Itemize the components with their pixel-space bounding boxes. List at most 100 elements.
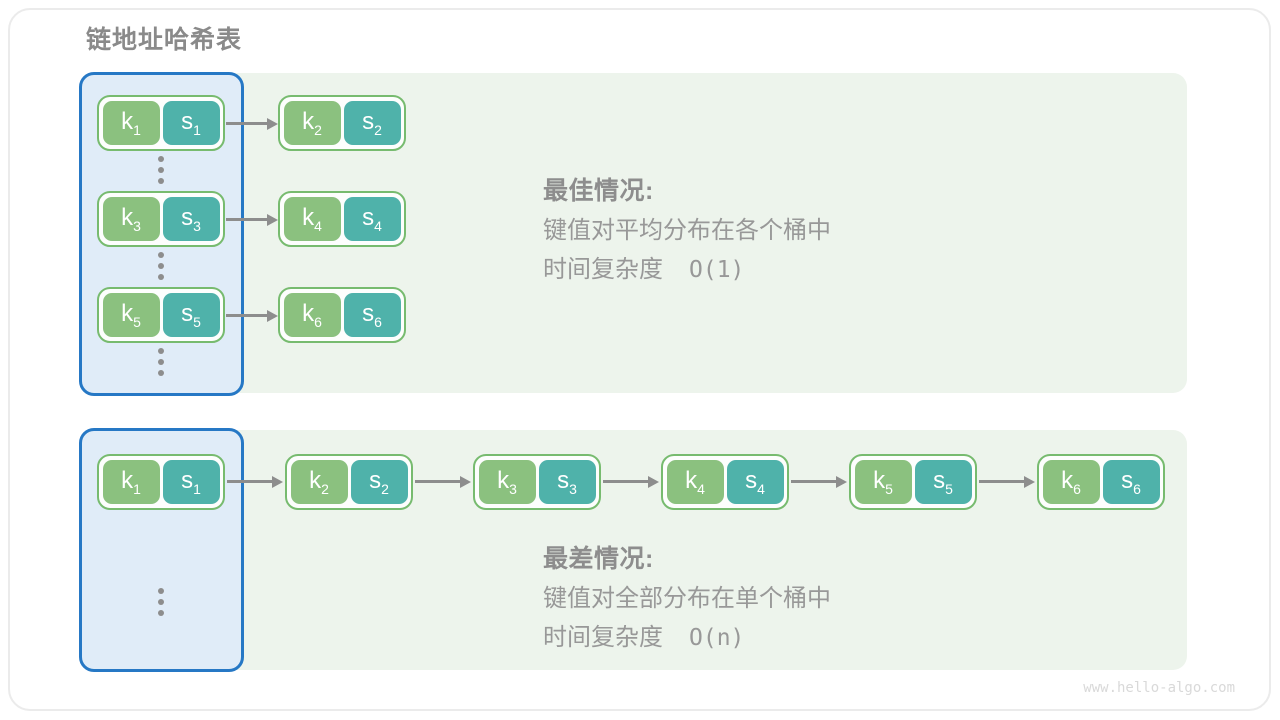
key-box: k5 [854, 460, 912, 504]
key-box: k3 [102, 197, 160, 241]
value-subscript: 3 [569, 480, 577, 497]
value-box: s3 [538, 460, 596, 504]
key-subscript: 4 [697, 480, 705, 497]
ellipsis-vertical-icon [158, 252, 164, 285]
pair-node: k4 s4 [661, 454, 789, 510]
pair-node: k3 s3 [97, 191, 225, 247]
value-subscript: 1 [193, 121, 201, 138]
diagram-title: 链地址哈希表 [86, 26, 243, 54]
pair-node: k5 s5 [97, 287, 225, 343]
value-subscript: 5 [193, 313, 201, 330]
pair-node: k3 s3 [473, 454, 601, 510]
key-subscript: 5 [885, 480, 893, 497]
key-box: k4 [283, 197, 341, 241]
value-box: s1 [162, 460, 220, 504]
pair-node: k2 s2 [285, 454, 413, 510]
worst-case-heading: 最差情况: [543, 545, 654, 573]
arrow-right-icon [227, 480, 273, 483]
arrow-right-icon [226, 122, 268, 125]
value-label: s [362, 300, 375, 327]
best-case-heading: 最佳情况: [543, 177, 654, 205]
key-box: k5 [102, 293, 160, 337]
value-box: s6 [343, 293, 401, 337]
key-box: k6 [1042, 460, 1100, 504]
key-box: k2 [283, 101, 341, 145]
key-label: k [685, 467, 698, 494]
key-label: k [497, 467, 510, 494]
watermark: www.hello-algo.com [1083, 680, 1235, 696]
worst-case-description: 键值对全部分布在单个桶中 [543, 585, 831, 612]
ellipsis-vertical-icon [158, 156, 164, 189]
arrow-right-icon [979, 480, 1025, 483]
arrow-right-icon [226, 218, 268, 221]
key-box: k2 [290, 460, 348, 504]
value-box: s2 [350, 460, 408, 504]
key-label: k [121, 467, 134, 494]
key-box: k4 [666, 460, 724, 504]
value-label: s [557, 467, 570, 494]
key-label: k [309, 467, 322, 494]
key-box: k6 [283, 293, 341, 337]
key-subscript: 5 [133, 313, 141, 330]
key-subscript: 4 [314, 217, 322, 234]
key-box: k3 [478, 460, 536, 504]
value-subscript: 2 [374, 121, 382, 138]
arrow-right-icon [415, 480, 461, 483]
value-label: s [181, 300, 194, 327]
complexity-value: O(n) [689, 625, 745, 651]
worst-case-panel [90, 430, 1187, 670]
value-label: s [369, 467, 382, 494]
value-subscript: 6 [1133, 480, 1141, 497]
value-label: s [362, 204, 375, 231]
value-label: s [362, 108, 375, 135]
value-box: s4 [343, 197, 401, 241]
key-label: k [302, 204, 315, 231]
value-subscript: 5 [945, 480, 953, 497]
key-subscript: 1 [133, 121, 141, 138]
key-subscript: 3 [509, 480, 517, 497]
value-label: s [181, 108, 194, 135]
arrow-right-icon [791, 480, 837, 483]
complexity-value: O(1) [689, 257, 745, 283]
value-box: s3 [162, 197, 220, 241]
best-case-description: 键值对平均分布在各个桶中 [543, 217, 831, 244]
value-box: s6 [1102, 460, 1160, 504]
pair-node: k4 s4 [278, 191, 406, 247]
arrow-right-icon [226, 314, 268, 317]
key-label: k [121, 204, 134, 231]
key-label: k [121, 300, 134, 327]
value-box: s5 [162, 293, 220, 337]
value-box: s4 [726, 460, 784, 504]
value-box: s2 [343, 101, 401, 145]
value-subscript: 2 [381, 480, 389, 497]
key-label: k [121, 108, 134, 135]
value-label: s [181, 467, 194, 494]
key-subscript: 1 [133, 480, 141, 497]
ellipsis-vertical-icon [158, 348, 164, 381]
key-subscript: 6 [1073, 480, 1081, 497]
value-subscript: 3 [193, 217, 201, 234]
pair-node: k1 s1 [97, 454, 225, 510]
value-label: s [745, 467, 758, 494]
value-label: s [181, 204, 194, 231]
value-subscript: 4 [374, 217, 382, 234]
arrow-right-icon [603, 480, 649, 483]
pair-node: k1 s1 [97, 95, 225, 151]
value-label: s [933, 467, 946, 494]
value-box: s1 [162, 101, 220, 145]
key-subscript: 3 [133, 217, 141, 234]
key-label: k [302, 300, 315, 327]
value-subscript: 4 [757, 480, 765, 497]
key-label: k [873, 467, 886, 494]
key-label: k [302, 108, 315, 135]
key-label: k [1061, 467, 1074, 494]
pair-node: k6 s6 [278, 287, 406, 343]
pair-node: k5 s5 [849, 454, 977, 510]
key-box: k1 [102, 460, 160, 504]
ellipsis-vertical-icon [158, 588, 164, 621]
